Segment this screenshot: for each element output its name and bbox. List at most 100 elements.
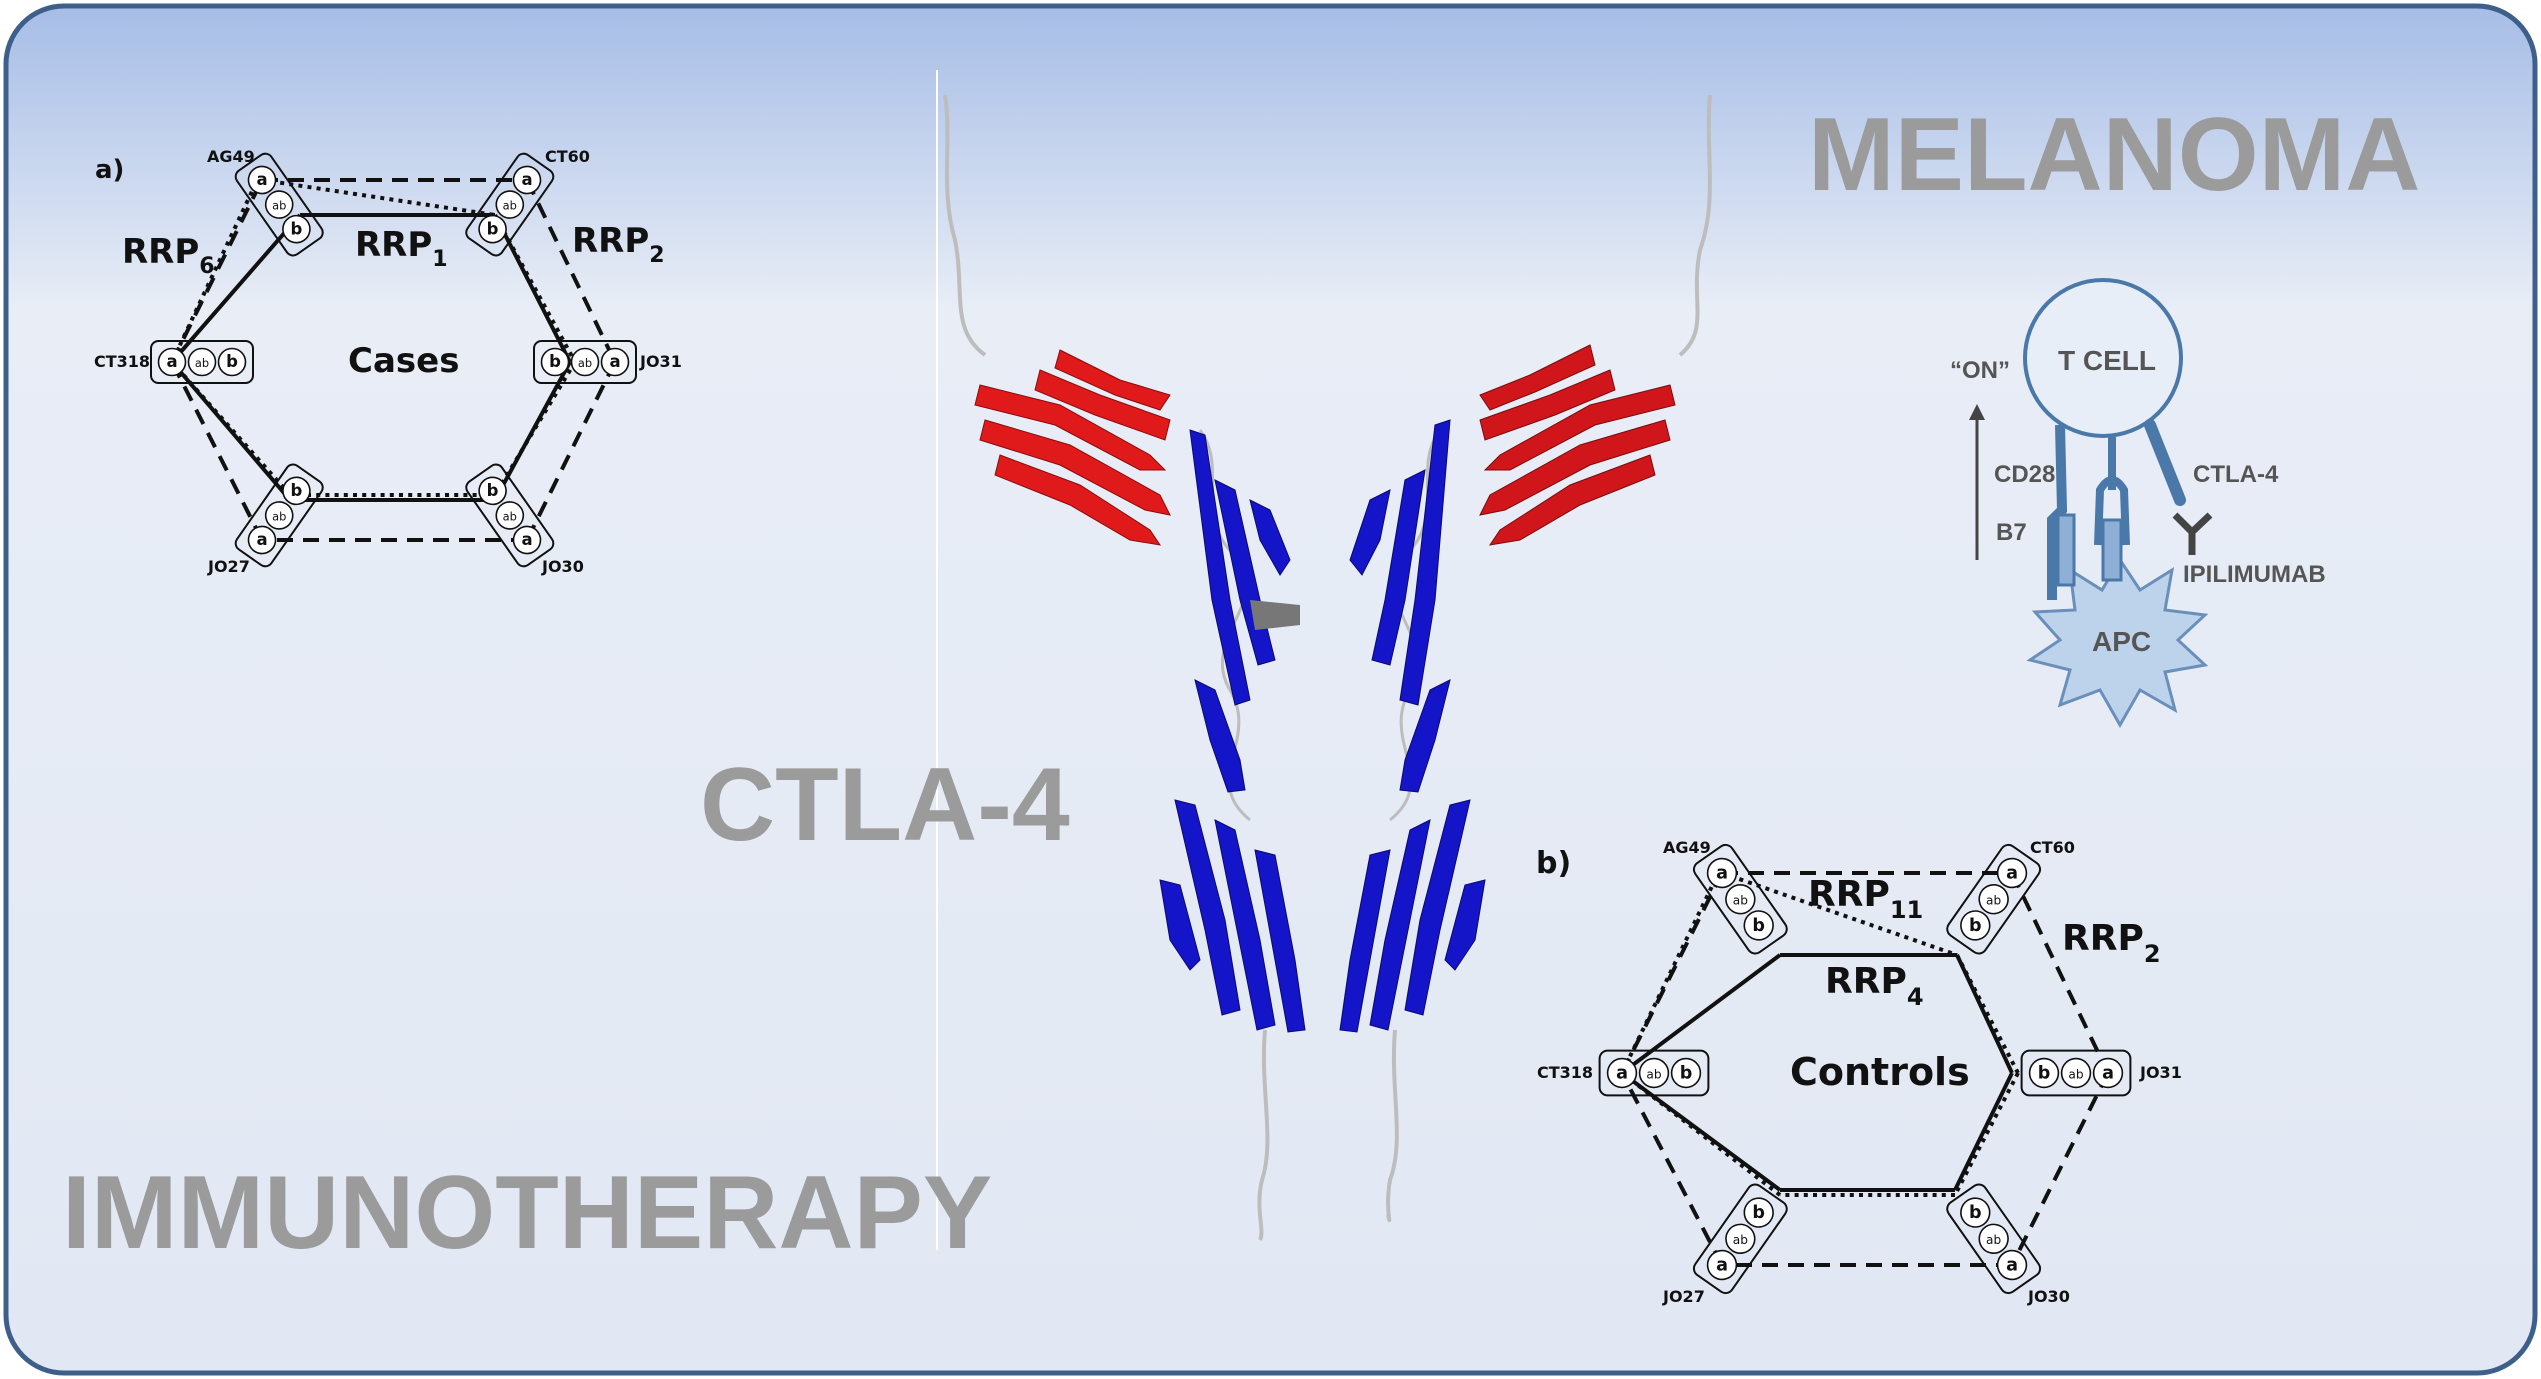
allele-text: ab xyxy=(1646,1067,1661,1081)
allele-circle xyxy=(1996,1249,2028,1281)
allele-text: a xyxy=(2102,1063,2114,1083)
panel-a-center-label: Cases xyxy=(348,341,459,381)
allele-circle xyxy=(2092,1057,2124,1089)
allele-text: ab xyxy=(1986,1233,2001,1247)
panel-a-rrp-2: RRP2 xyxy=(572,221,665,268)
allele-text: b xyxy=(2038,1063,2051,1083)
allele-text: b xyxy=(226,352,238,371)
allele-circle xyxy=(1743,1197,1774,1228)
allele-text: b xyxy=(1680,1063,1693,1083)
allele-circle xyxy=(540,347,570,377)
allele-text: b xyxy=(291,481,303,500)
allele-circle xyxy=(478,214,507,244)
panel-b-node-jo31: JO31 xyxy=(2139,1063,2182,1082)
allele-circle xyxy=(282,476,311,506)
panel-a-rrp-6: RRP6 xyxy=(122,232,215,279)
apc-stem xyxy=(2101,518,2123,582)
allele-text: a xyxy=(2006,863,2018,883)
allele-box xyxy=(1692,843,1788,955)
allele-text: b xyxy=(487,481,499,500)
coil-left-top xyxy=(943,94,987,357)
allele-circle xyxy=(1706,857,1738,889)
coil-right-bottom xyxy=(1386,1029,1399,1223)
allele-group: a ab b xyxy=(533,340,637,384)
allele-circle xyxy=(1670,1057,1702,1089)
allele-text: ab xyxy=(578,356,592,370)
allele-circle xyxy=(1638,1057,1670,1089)
blue-strands-right xyxy=(1339,419,1486,1033)
hex-edge xyxy=(1955,954,2020,1074)
allele-text: ab xyxy=(503,199,517,213)
b7-ligand xyxy=(2056,513,2076,587)
hex-edge xyxy=(170,179,264,363)
allele-box xyxy=(2020,1049,2132,1097)
allele-text: a xyxy=(609,352,620,371)
hex-edge xyxy=(1620,1072,1724,1266)
panel-b-node-jo30: JO30 xyxy=(2027,1287,2070,1306)
allele-text: a xyxy=(166,352,177,371)
panel-a-node-ag49: AG49 xyxy=(207,147,255,166)
ipilimumab-label: IPILIMUMAB xyxy=(2183,561,2326,588)
helix-bit xyxy=(1250,600,1300,630)
hex-edge xyxy=(1620,879,1717,1074)
panel-a-label: a) xyxy=(95,155,124,185)
allele-text: a xyxy=(256,530,267,549)
allele-circle xyxy=(1978,1223,2009,1254)
allele-circle xyxy=(217,347,247,377)
ctla4-receptor xyxy=(2144,419,2186,506)
allele-circle xyxy=(600,347,630,377)
allele-text: b xyxy=(1752,916,1765,936)
tcell-label: T CELL xyxy=(2058,345,2156,376)
hex-edge xyxy=(2010,872,2110,1074)
red-strands-left xyxy=(974,349,1171,546)
hex-edge xyxy=(1953,1072,2014,1191)
allele-circle xyxy=(512,165,542,195)
panel-b-rrp-11: RRP11 xyxy=(1808,874,1923,924)
panel-b-center-label: Controls xyxy=(1790,1050,1970,1094)
allele-text: b xyxy=(487,219,499,238)
allele-box xyxy=(1946,843,2042,955)
panel-b-edges xyxy=(1620,871,2110,1267)
allele-box xyxy=(465,463,555,568)
allele-text: a xyxy=(1716,1255,1728,1275)
allele-group: a ab b xyxy=(1598,1049,1710,1097)
allele-group: a ab b xyxy=(2020,1049,2132,1097)
allele-text: ab xyxy=(272,510,286,524)
hex-edge xyxy=(170,361,264,541)
allele-circle xyxy=(1960,910,1991,941)
ctla4-fork xyxy=(2094,435,2130,546)
ipilimumab-antibody xyxy=(2172,512,2213,555)
panel-b-node-ag49: AG49 xyxy=(1663,838,1711,857)
allele-text: a xyxy=(1616,1063,1628,1083)
allele-box xyxy=(234,463,324,568)
panel-a-node-jo27: JO27 xyxy=(207,557,250,576)
allele-circle xyxy=(512,525,542,555)
allele-circle xyxy=(247,165,277,195)
red-strands-right xyxy=(1479,344,1676,546)
allele-circle xyxy=(1725,884,1756,915)
allele-text: ab xyxy=(2068,1067,2083,1081)
hex-edge xyxy=(261,178,496,217)
allele-text: ab xyxy=(1986,894,2001,908)
allele-text: b xyxy=(549,352,561,371)
allele-circle xyxy=(247,525,277,555)
allele-box xyxy=(234,152,324,257)
panel-b-rrp-2: RRP2 xyxy=(2062,918,2161,968)
allele-box xyxy=(1598,1049,1710,1097)
panel-a-node-jo31: JO31 xyxy=(639,352,682,371)
apc-label: APC xyxy=(2092,626,2151,657)
allele-text: ab xyxy=(503,510,517,524)
tcell-circle xyxy=(2023,278,2183,438)
background-frame xyxy=(3,3,2538,1376)
hex-edge xyxy=(170,360,292,497)
allele-circle xyxy=(2028,1057,2060,1089)
